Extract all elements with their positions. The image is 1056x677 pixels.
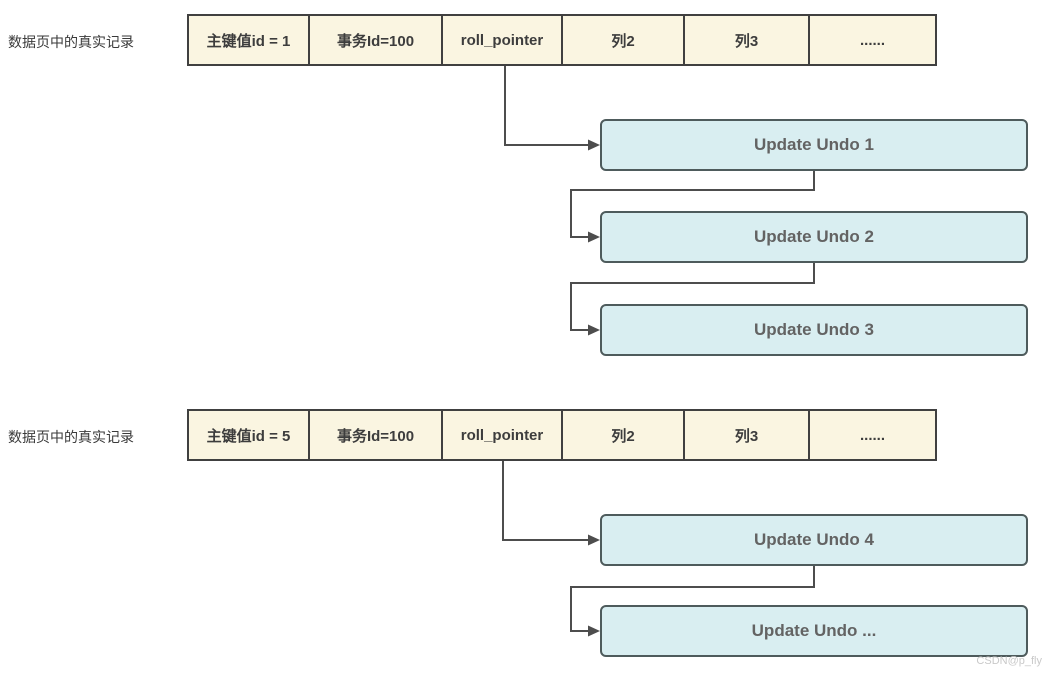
record-table-1: 主键值id = 1 事务Id=100 roll_pointer 列2 列3 ..… (187, 14, 937, 66)
arrowhead-undo3 (588, 324, 600, 336)
cell-ellipsis-1: ...... (859, 31, 885, 49)
watermark: CSDN@p_fly (976, 655, 1042, 667)
cell-column2-2: 列2 (563, 411, 685, 459)
cell-ellipsis-2: ...... (859, 426, 885, 444)
undo-box-5: Update Undo ... (600, 605, 1028, 657)
row1-label: 数据页中的真实记录 (8, 34, 134, 50)
cell-roll-pointer-1: roll_pointer (443, 16, 563, 64)
row2-label: 数据页中的真实记录 (8, 429, 134, 445)
undo-box-4: Update Undo 4 (600, 514, 1028, 566)
cell-column3-2: 列3 (685, 411, 810, 459)
cell-roll-pointer-2: roll_pointer (443, 411, 563, 459)
cell-column3-1: 列3 (685, 16, 810, 64)
cell-column2-1: 列2 (563, 16, 685, 64)
arrowhead-undo5 (588, 625, 600, 637)
cell-primary-key-1: 主键值id = 1 (189, 16, 310, 64)
cell-primary-key-2: 主键值id = 5 (189, 411, 310, 459)
record-table-2: 主键值id = 5 事务Id=100 roll_pointer 列2 列3 ..… (187, 409, 937, 461)
undo-box-3: Update Undo 3 (600, 304, 1028, 356)
connector-rollpointer1-to-undo1 (504, 66, 589, 146)
arrowhead-undo1 (588, 139, 600, 151)
cell-transaction-id-1: 事务Id=100 (310, 16, 443, 64)
undo-box-1: Update Undo 1 (600, 119, 1028, 171)
connector-rollpointer2-to-undo4 (502, 461, 589, 541)
arrowhead-undo2 (588, 231, 600, 243)
arrowhead-undo4 (588, 534, 600, 546)
undo-box-2: Update Undo 2 (600, 211, 1028, 263)
cell-transaction-id-2: 事务Id=100 (310, 411, 443, 459)
